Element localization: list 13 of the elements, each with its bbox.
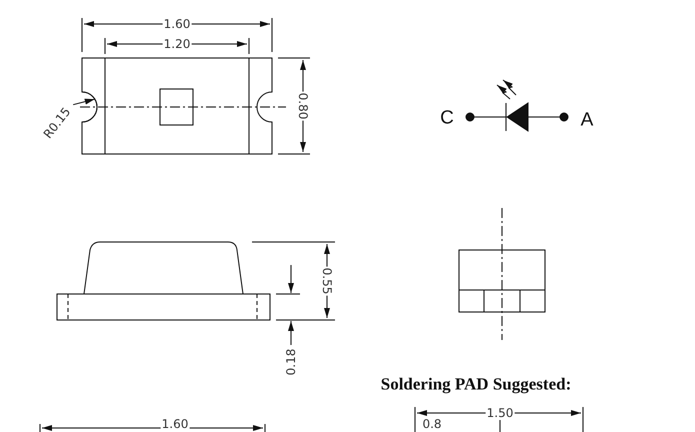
- dimension-label: 1.60: [160, 418, 190, 430]
- pin-label: C: [439, 108, 455, 128]
- dimension-label: 1.50: [486, 407, 514, 419]
- dimension-label: 0.8: [421, 418, 443, 430]
- section-heading: Soldering PAD Suggested:: [380, 376, 572, 392]
- leader-line: [72, 98, 96, 106]
- dimension-label: 1.20: [162, 38, 192, 50]
- dimension-label: 1.60: [162, 18, 192, 30]
- dimension-label: 0.80: [297, 92, 309, 120]
- dimension-label: 0.55: [321, 266, 333, 296]
- dimension-label: 0.18: [285, 348, 297, 376]
- pin-label: A: [580, 110, 594, 130]
- notch-arc: [82, 92, 98, 122]
